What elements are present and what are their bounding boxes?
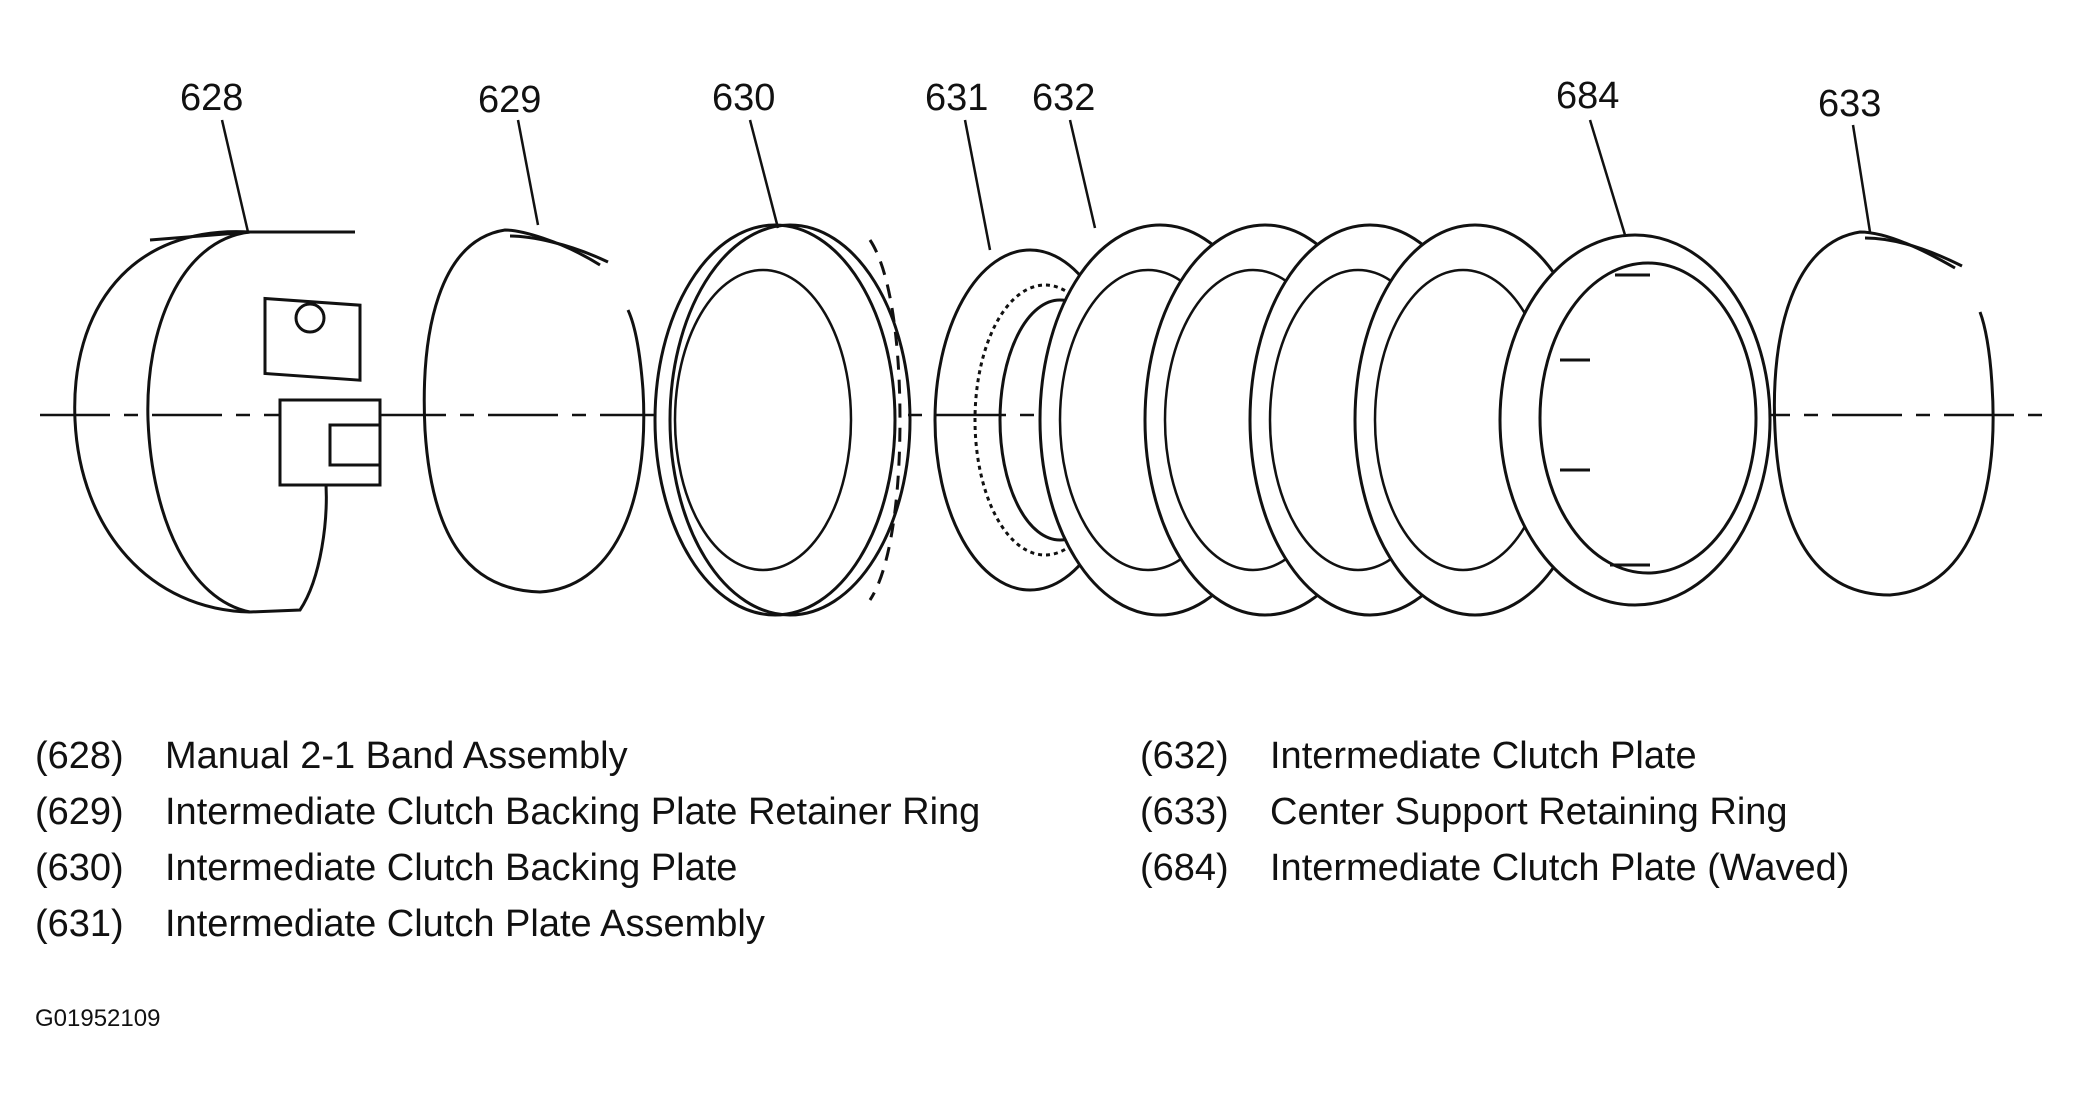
callout-684: 684 (1556, 75, 1619, 117)
callout-631: 631 (925, 77, 988, 119)
legend-number: (628) (35, 735, 124, 777)
legend-item: (633) Center Support Retaining Ring (1140, 789, 2040, 835)
backing-plate-630 (653, 223, 912, 617)
waved-plate-684 (1498, 233, 1772, 607)
callout-633: 633 (1818, 83, 1881, 125)
callout-628: 628 (180, 77, 243, 119)
band-assembly-628 (73, 230, 382, 614)
legend-description: Intermediate Clutch Plate (Waved) (1270, 847, 1850, 889)
callout-629: 629 (478, 79, 541, 121)
legend-description: Intermediate Clutch Plate (1270, 735, 1697, 777)
parts-legend-left: (628) Manual 2-1 Band Assembly (629) Int… (35, 733, 1035, 957)
legend-description: Intermediate Clutch Backing Plate (165, 847, 738, 889)
legend-description: Intermediate Clutch Backing Plate Retain… (165, 791, 981, 833)
parts-legend-right: (632) Intermediate Clutch Plate (633) Ce… (1140, 733, 2040, 901)
legend-number: (633) (1140, 791, 1229, 833)
legend-item: (632) Intermediate Clutch Plate (1140, 733, 2040, 779)
legend-description: Center Support Retaining Ring (1270, 791, 1788, 833)
legend-item: (630) Intermediate Clutch Backing Plate (35, 845, 1035, 891)
retainer-ring-629 (422, 228, 646, 594)
leader-lines (220, 119, 1872, 251)
legend-number: (632) (1140, 735, 1229, 777)
callout-632: 632 (1032, 77, 1095, 119)
legend-number: (684) (1140, 847, 1229, 889)
retaining-ring-633 (1772, 230, 1995, 597)
legend-item: (631) Intermediate Clutch Plate Assembly (35, 901, 1035, 947)
legend-number: (630) (35, 847, 124, 889)
legend-description: Intermediate Clutch Plate Assembly (165, 903, 765, 945)
callout-630: 630 (712, 77, 775, 119)
legend-number: (631) (35, 903, 124, 945)
legend-item: (684) Intermediate Clutch Plate (Waved) (1140, 845, 2040, 891)
legend-item: (629) Intermediate Clutch Backing Plate … (35, 789, 1035, 835)
legend-description: Manual 2-1 Band Assembly (165, 735, 628, 777)
legend-item: (628) Manual 2-1 Band Assembly (35, 733, 1035, 779)
legend-number: (629) (35, 791, 124, 833)
figure-id: G01952109 (35, 1005, 161, 1032)
